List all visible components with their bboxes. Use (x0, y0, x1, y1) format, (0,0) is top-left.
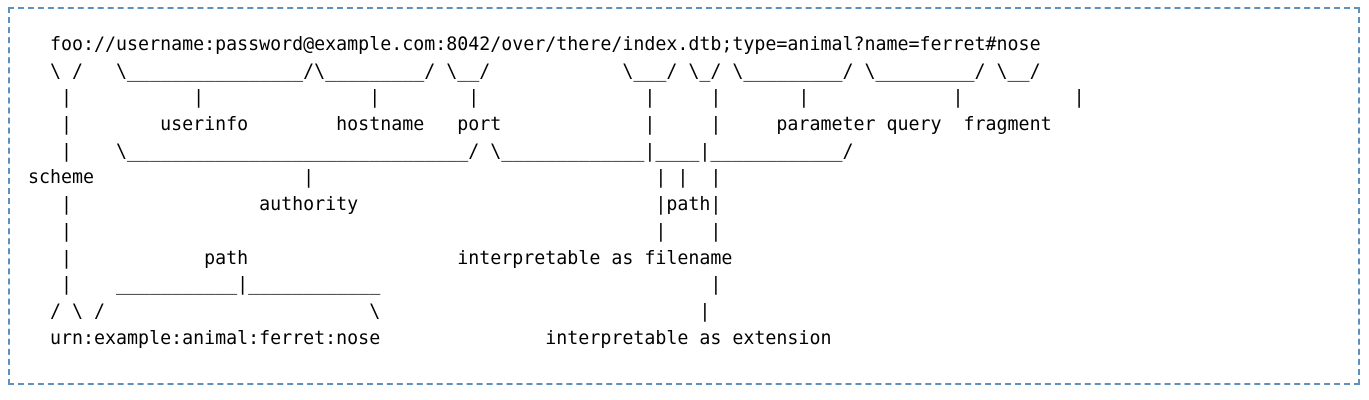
diagram-line: | ___________|____________ | (28, 274, 722, 296)
diagram-line: | | | (28, 220, 722, 242)
diagram-line: urn:example:animal:ferret:nose interpret… (28, 327, 832, 349)
diagram-line: | path interpretable as filename (28, 247, 733, 269)
diagram-line: \ / \________________/\_________/ \__/ \… (28, 60, 1041, 82)
diagram-frame (8, 7, 1360, 385)
diagram-line: | \_______________________________/ \___… (28, 140, 854, 162)
diagram-line: | authority |path| (28, 194, 722, 216)
diagram-line: scheme | | | | (28, 167, 722, 189)
diagram-line: | | | | | | | | | (28, 87, 1085, 109)
uri-syntax-ascii-diagram: foo://username:password@example.com:8042… (28, 32, 1085, 352)
diagram-line: / \ / \ | (28, 300, 711, 322)
diagram-line: foo://username:password@example.com:8042… (28, 34, 1041, 55)
diagram-line: | userinfo hostname port | | parameter q… (28, 114, 1052, 136)
